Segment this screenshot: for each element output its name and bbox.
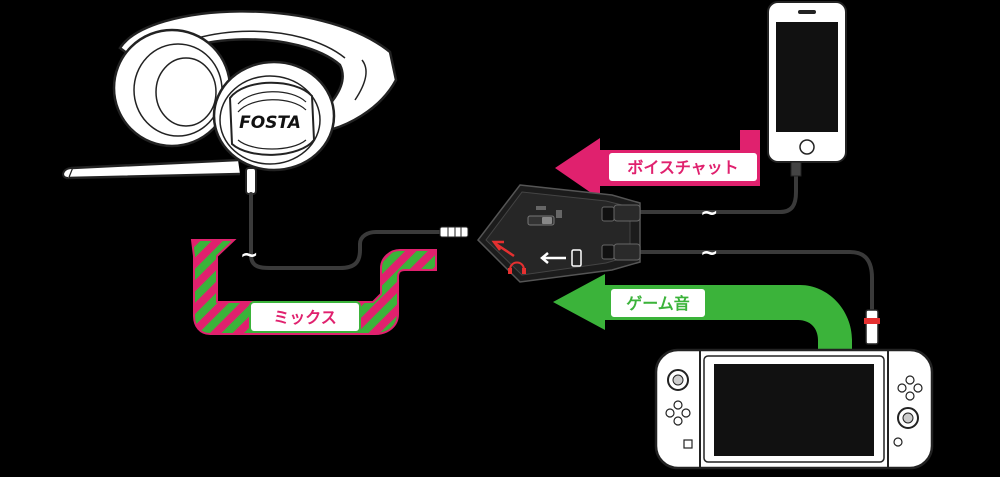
mix-label: ミックス xyxy=(273,308,337,327)
headset-icon: FOSTA xyxy=(62,10,398,195)
headset-logo: FOSTA xyxy=(239,113,301,133)
mix-arrow: ミックス xyxy=(190,239,437,335)
voice-chat-arrow: ボイスチャット xyxy=(555,130,760,199)
switch-console-icon xyxy=(654,309,934,470)
headset-plug xyxy=(439,226,469,238)
mix-label-box xyxy=(249,301,361,333)
cables xyxy=(249,158,874,314)
home-button xyxy=(799,139,815,155)
game-audio-label-box xyxy=(609,287,707,319)
smartphone-icon xyxy=(767,1,847,177)
phone-mini-icon xyxy=(571,249,582,267)
cable-break-marks: ~ ~ ~ xyxy=(240,201,718,268)
audio-mixer-adapter-icon xyxy=(477,184,641,283)
voice-chat-label: ボイスチャット xyxy=(627,158,738,177)
headset-mini-icon xyxy=(509,261,525,271)
cable-break-mark: ~ xyxy=(700,241,718,266)
game-audio-arrow: ゲーム音 xyxy=(553,274,852,352)
game-audio-label: ゲーム音 xyxy=(626,294,690,313)
voice-chat-label-box xyxy=(607,151,759,183)
cable-break-mark: ~ xyxy=(240,243,258,268)
cable-break-mark: ~ xyxy=(700,201,718,226)
